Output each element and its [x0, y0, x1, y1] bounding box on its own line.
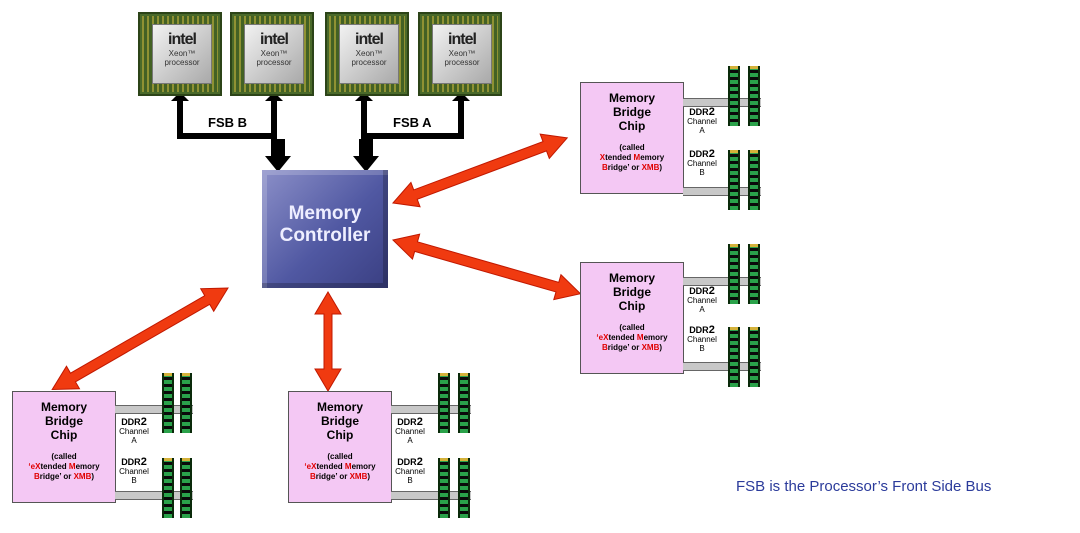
- memory-bridge-chip-1: Memory Bridge Chip (called Xtended Memor…: [580, 82, 684, 194]
- intel-xeon-chip: intel Xeon™ processor: [152, 24, 212, 84]
- dimm-module: [458, 458, 470, 518]
- intel-xeon-chip: intel Xeon™ processor: [339, 24, 399, 84]
- intel-logo: intel: [448, 31, 477, 48]
- channel-a-bus: [683, 98, 761, 107]
- dimm-module: [728, 66, 740, 126]
- fsb-b-label: FSB B: [208, 115, 247, 130]
- dimm-module: [162, 458, 174, 518]
- memory-bridge-chip-2: Memory Bridge Chip (called ‘eXtended Mem…: [580, 262, 684, 374]
- channel-a-bus: [115, 405, 193, 414]
- dimm-module: [728, 327, 740, 387]
- intel-logo: intel: [168, 31, 197, 48]
- channel-b-bus: [391, 491, 471, 500]
- dimm-module: [748, 150, 760, 210]
- channel-b-bus: [683, 187, 761, 196]
- arrows: [51, 133, 582, 392]
- memory-bridge-chip-3: Memory Bridge Chip (called ‘eXtended Mem…: [12, 391, 116, 503]
- channel-b-bus: [115, 491, 193, 500]
- channel-b-bus: [683, 362, 761, 371]
- memory-controller: Memory Controller: [262, 170, 388, 288]
- channel-a-bus: [391, 405, 471, 414]
- dimm-module: [438, 373, 450, 433]
- dimm-module: [162, 373, 174, 433]
- intel-xeon-chip: intel Xeon™ processor: [244, 24, 304, 84]
- arrow-mc-to-bridge-2: [391, 233, 582, 301]
- processor-4: intel Xeon™ processor: [418, 12, 502, 96]
- intel-xeon-chip: intel Xeon™ processor: [432, 24, 492, 84]
- dimm-module: [748, 66, 760, 126]
- processor-2: intel Xeon™ processor: [230, 12, 314, 96]
- channel-a-bus: [683, 277, 761, 286]
- dimm-module: [180, 373, 192, 433]
- intel-logo: intel: [260, 31, 289, 48]
- processor-1: intel Xeon™ processor: [138, 12, 222, 96]
- dimm-module: [748, 327, 760, 387]
- processor-3: intel Xeon™ processor: [325, 12, 409, 96]
- arrow-mc-to-bridge-3: [51, 287, 229, 391]
- fsb-footnote: FSB is the Processor’s Front Side Bus: [736, 478, 992, 495]
- arrow-mc-to-bridge-4: [314, 291, 342, 392]
- dimm-module: [748, 244, 760, 304]
- memory-bridge-chip-4: Memory Bridge Chip (called ‘eXtended Mem…: [288, 391, 392, 503]
- memory-controller-line1: Memory: [288, 203, 362, 224]
- dimm-module: [728, 150, 740, 210]
- fsb-bus: [171, 92, 470, 172]
- dimm-module: [180, 458, 192, 518]
- intel-logo: intel: [355, 31, 384, 48]
- arrow-mc-to-bridge-1: [392, 133, 569, 208]
- memory-controller-line2: Controller: [279, 225, 371, 246]
- dimm-module: [438, 458, 450, 518]
- fsb-a-label: FSB A: [393, 115, 432, 130]
- dimm-module: [458, 373, 470, 433]
- dimm-module: [728, 244, 740, 304]
